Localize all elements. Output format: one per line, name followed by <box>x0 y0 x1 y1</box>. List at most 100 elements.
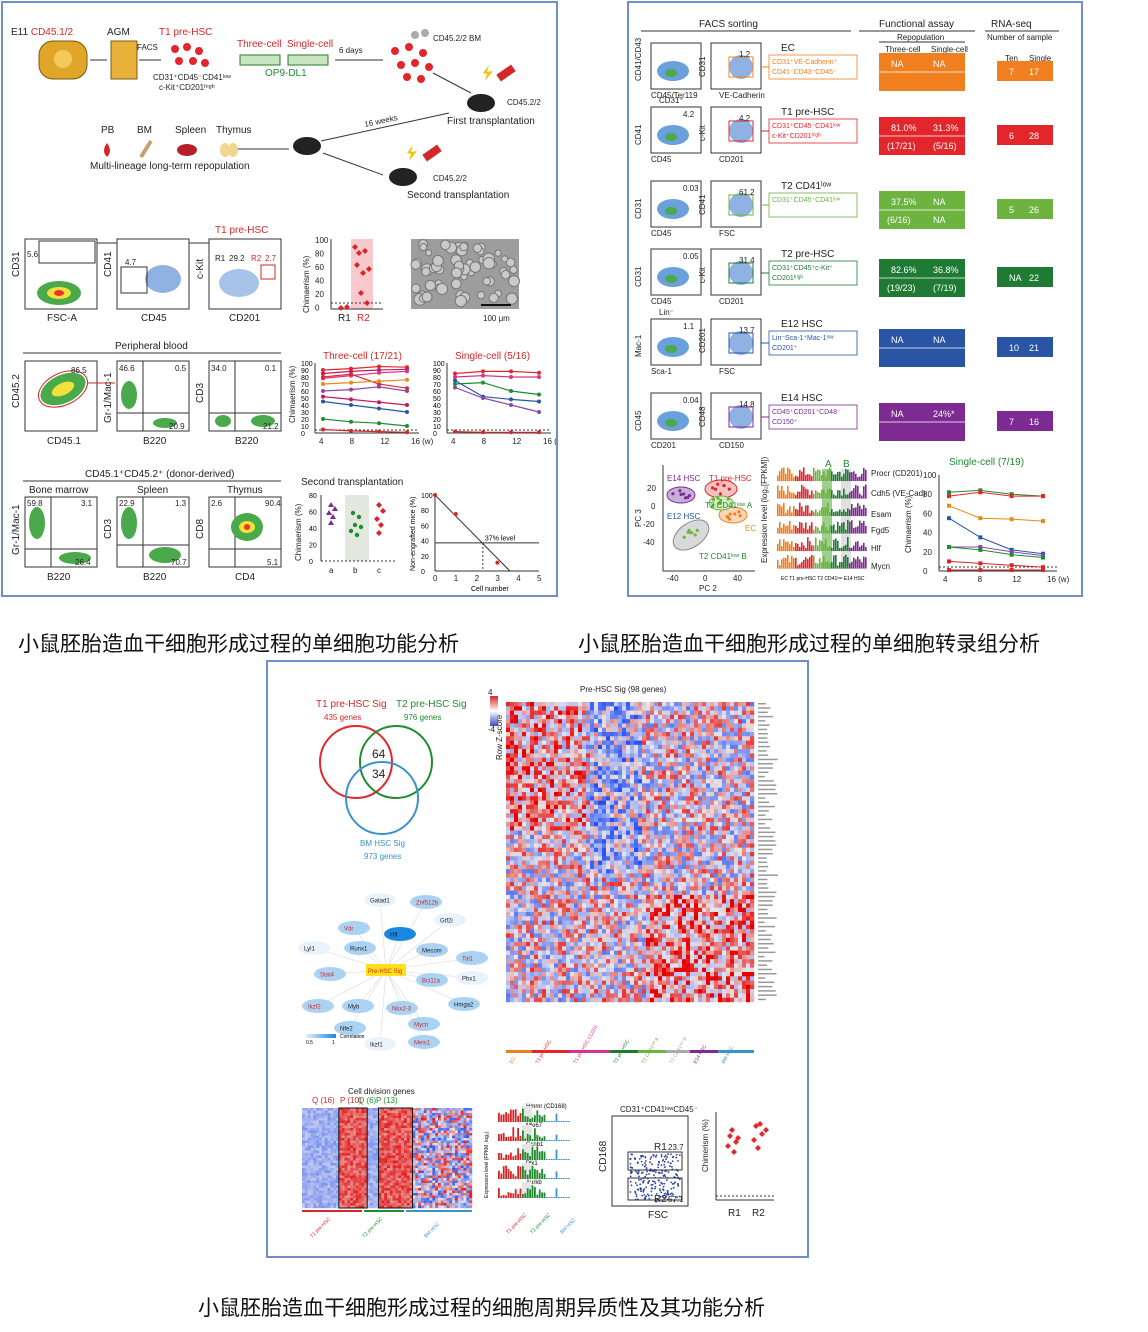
point-c <box>374 516 380 522</box>
heat-cell <box>522 770 527 776</box>
heat-cell <box>562 903 567 908</box>
heat-cell <box>642 929 647 934</box>
heat-cell <box>666 860 671 866</box>
heat-cell <box>538 963 543 968</box>
heat-cell <box>662 796 667 801</box>
heat-cell <box>650 856 655 861</box>
heat-cell <box>642 920 647 926</box>
series-point <box>321 375 325 379</box>
heat-cell <box>598 852 603 857</box>
heat-cell <box>678 972 683 977</box>
heat-cell <box>738 822 743 827</box>
heat-cell <box>534 933 539 938</box>
heat-cell <box>546 740 551 746</box>
expr-bar <box>791 529 793 534</box>
heat-cell <box>522 912 527 917</box>
heat-cell <box>674 830 679 836</box>
heat-cell <box>646 929 651 934</box>
heat-cell <box>698 714 703 720</box>
heat-cell <box>550 834 555 840</box>
heat-cell <box>722 792 727 797</box>
heat-cell <box>558 736 563 741</box>
heat-cell <box>550 719 555 724</box>
heat-cell <box>522 710 527 716</box>
heat-cell <box>626 723 631 728</box>
heat-cell <box>718 740 723 746</box>
heat-cell <box>534 732 539 737</box>
heat-cell <box>518 710 523 716</box>
heat-cell <box>518 796 523 801</box>
cell <box>469 261 482 273</box>
heat-cell <box>626 783 631 788</box>
heat-cell <box>654 963 659 968</box>
chim-point <box>360 270 366 276</box>
heat-cell <box>526 834 531 840</box>
heat-cell <box>686 800 691 806</box>
heat-cell <box>614 972 619 977</box>
heat-cell <box>674 843 679 848</box>
heat-cell <box>534 779 539 784</box>
heat-cell <box>562 822 567 827</box>
heat-cell <box>542 783 547 788</box>
expr-bar <box>831 525 833 534</box>
heat-cell <box>702 864 707 870</box>
heat-cell <box>722 946 727 951</box>
heat-cell <box>670 839 675 844</box>
heat-cell <box>562 719 567 724</box>
heat-cell <box>706 959 711 964</box>
heat-cell <box>742 852 747 857</box>
heat-cell <box>650 903 655 908</box>
heat-cell <box>550 723 555 728</box>
heat-cell <box>742 976 747 981</box>
heat-cell <box>542 877 547 883</box>
heat-cell <box>554 787 559 793</box>
heat-cell <box>582 912 587 917</box>
cell <box>500 269 511 280</box>
heat-cell <box>710 792 715 797</box>
heat-cell <box>702 959 707 964</box>
heat-cell <box>746 946 751 951</box>
sc-point <box>947 559 951 564</box>
heat-cell <box>606 710 611 716</box>
heat-cell <box>582 894 587 900</box>
heat-cell <box>634 834 639 840</box>
heat-cell <box>674 924 679 930</box>
heat-cell <box>714 766 719 771</box>
heat-cell <box>750 882 755 887</box>
heat-cell <box>642 877 647 883</box>
expr-bar <box>819 530 821 534</box>
heat-cell <box>562 959 567 964</box>
point-c <box>380 508 386 514</box>
heat-cell <box>746 787 751 793</box>
heat-cell <box>526 890 531 896</box>
heat-cell <box>554 950 559 956</box>
heat-cell <box>602 834 607 840</box>
heat-cell <box>510 740 515 746</box>
heat-cell <box>530 723 535 728</box>
x-tick: 8 <box>978 575 983 584</box>
heat-cell <box>506 740 511 746</box>
heat-cell <box>750 937 755 943</box>
heat-cell <box>662 890 667 896</box>
heat-cell <box>542 856 547 861</box>
heat-cell <box>706 732 711 737</box>
heat-cell <box>742 787 747 793</box>
heat-cell <box>574 839 579 844</box>
heat-cell <box>682 822 687 827</box>
y-tick: 80 <box>301 375 309 382</box>
series-line <box>322 428 408 433</box>
heat-cell <box>678 783 683 788</box>
heat-cell <box>710 744 715 750</box>
series-line <box>322 396 408 406</box>
heat-cell <box>562 852 567 857</box>
heat-cell <box>722 714 727 720</box>
heat-cell <box>622 924 627 930</box>
heat-cell <box>594 959 599 964</box>
heat-cell <box>746 950 751 956</box>
heat-cell <box>554 834 559 840</box>
heat-cell <box>710 710 715 716</box>
heat-cell <box>590 706 595 711</box>
heat-cell <box>738 770 743 776</box>
heat-cell <box>550 813 555 818</box>
